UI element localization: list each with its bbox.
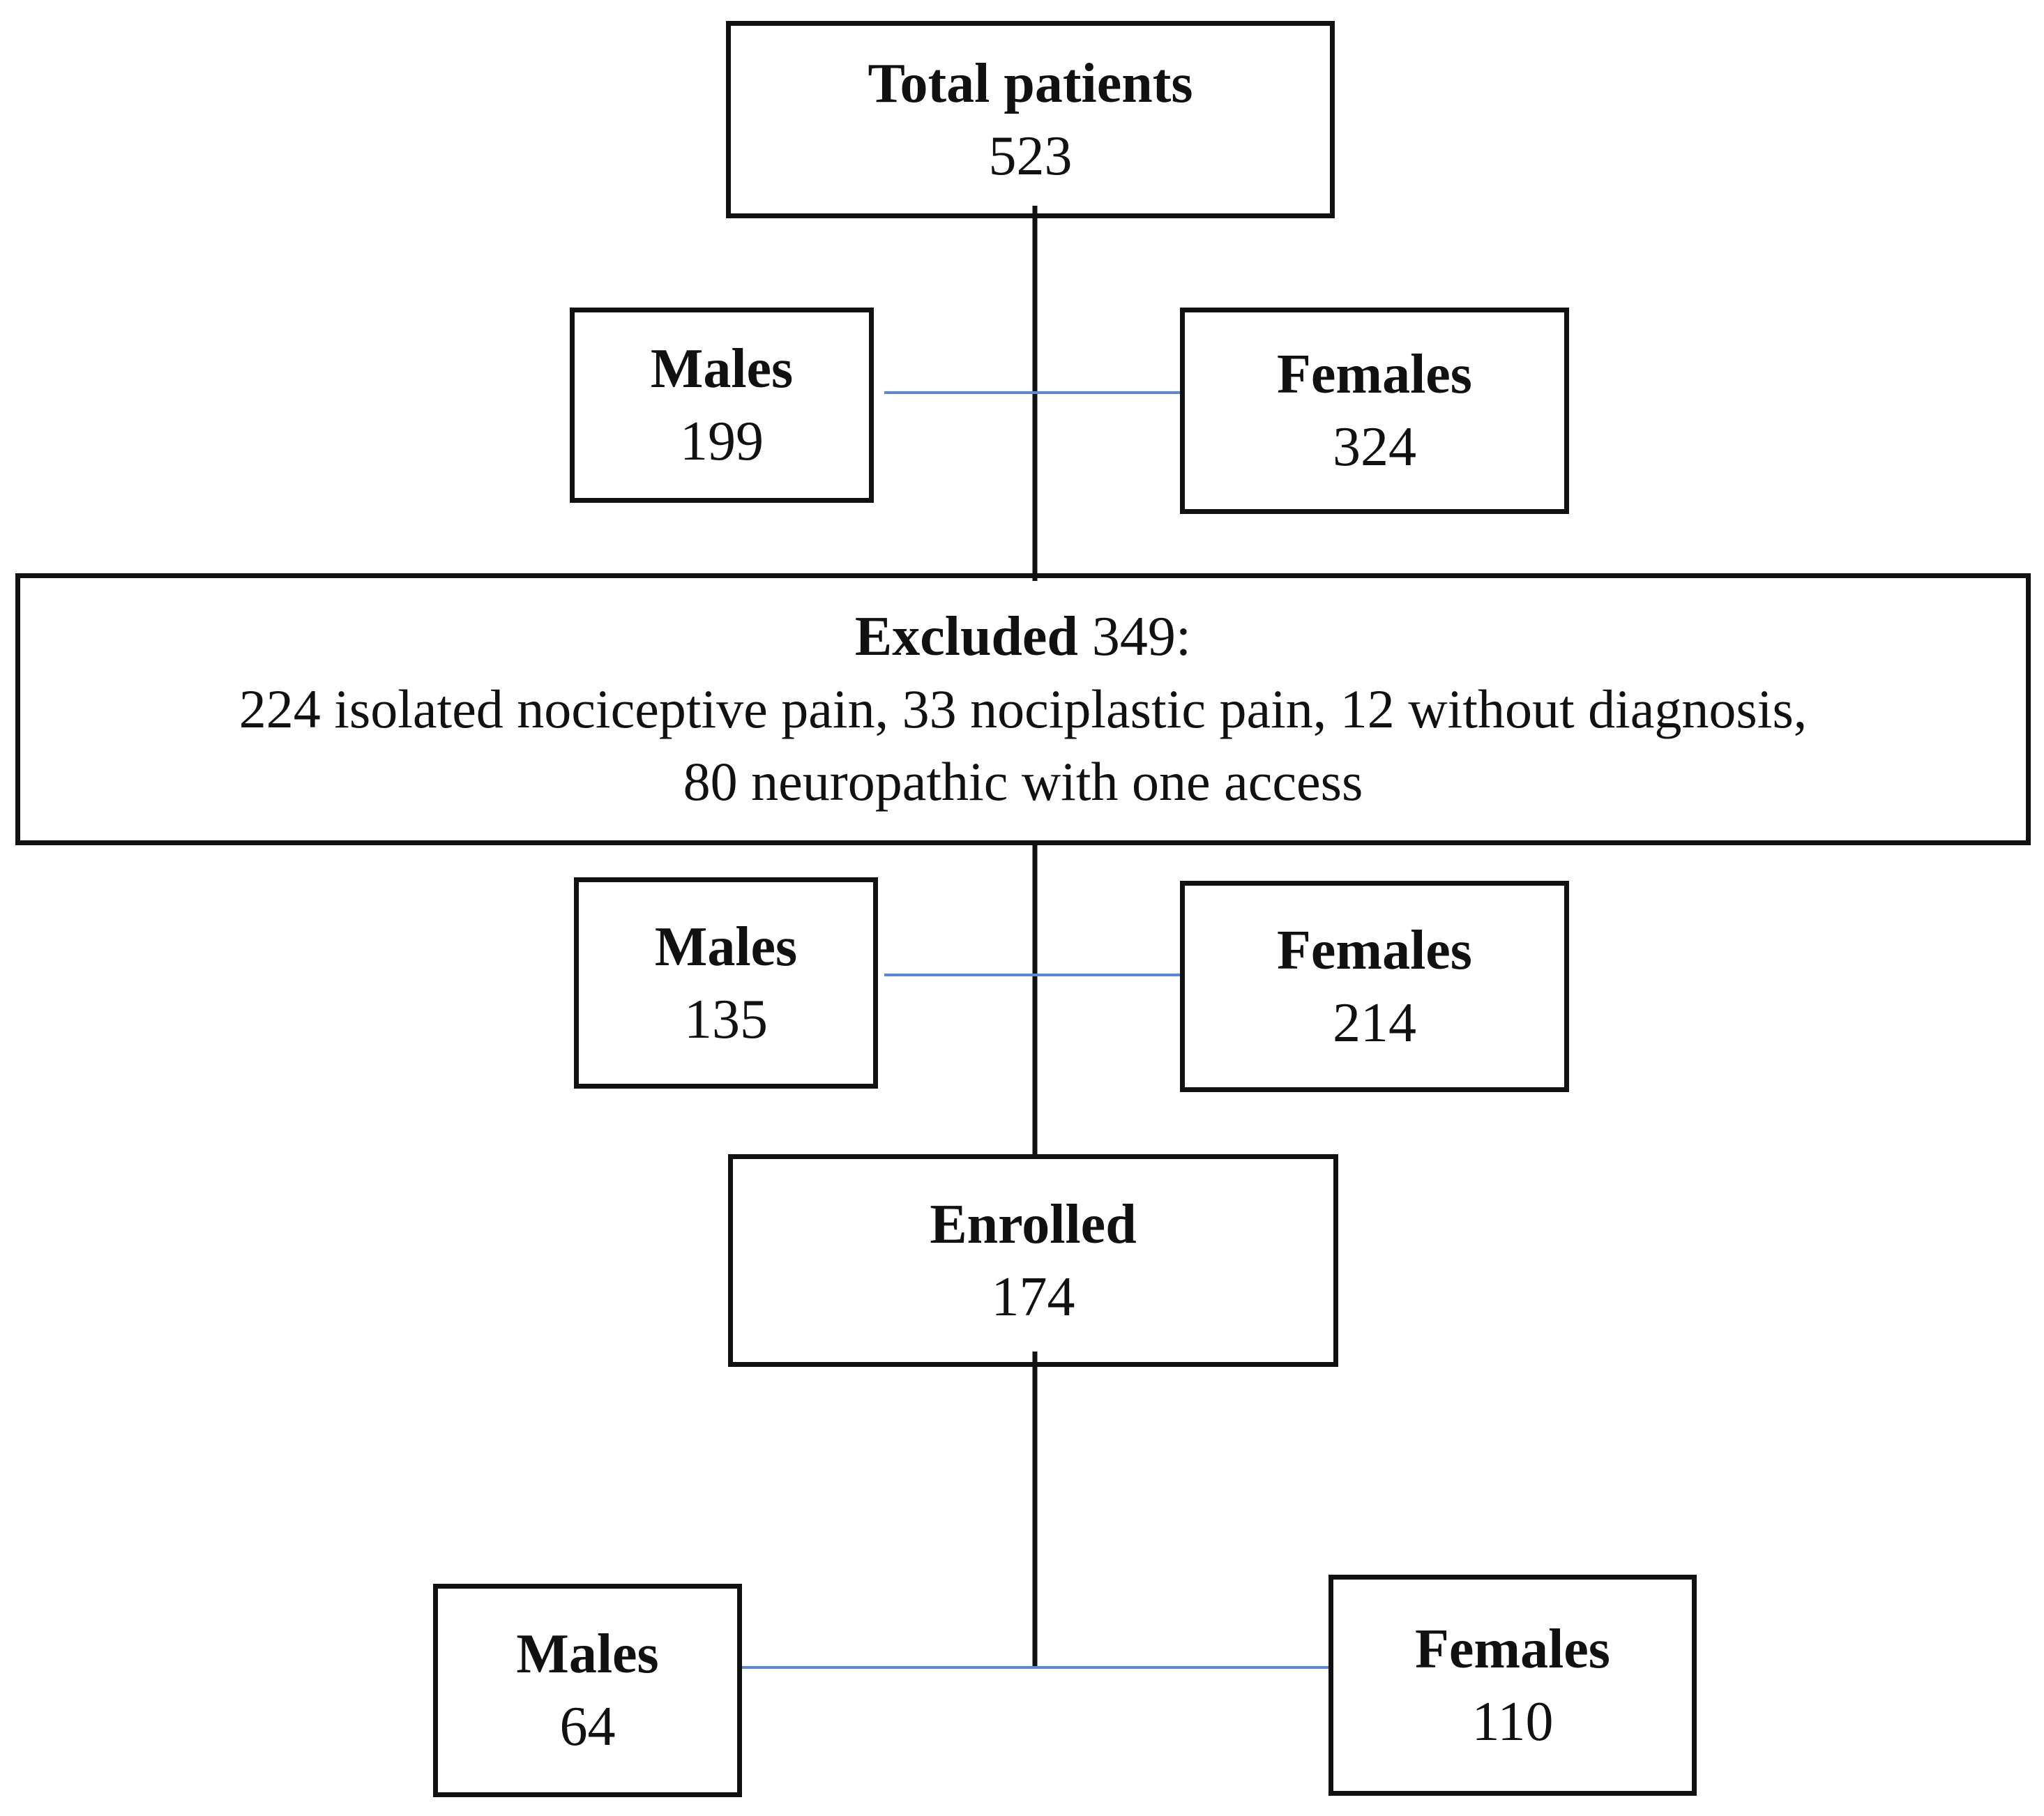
excluded-heading: Excluded 349: (855, 600, 1191, 673)
total-males-label: Males (650, 338, 794, 400)
excluded-count: 349: (1091, 606, 1192, 667)
total-patients-count: 523 (988, 125, 1073, 187)
excluded-females-count: 214 (1333, 992, 1416, 1054)
excluded-reasons-line2: 80 neuropathic with one access (683, 751, 1363, 812)
enrolled-males-label: Males (516, 1624, 659, 1685)
enrolled-label: Enrolled (930, 1193, 1137, 1255)
enrolled-females-box: Females 110 (1328, 1575, 1697, 1796)
enrolled-females-label: Females (1415, 1618, 1610, 1680)
excluded-males-count: 135 (684, 988, 768, 1050)
excluded-box: Excluded 349: 224 isolated nociceptive p… (15, 573, 2031, 845)
total-patients-label: Total patients (868, 52, 1193, 114)
total-females-box: Females 324 (1180, 308, 1569, 514)
enrolled-females-count: 110 (1471, 1690, 1554, 1753)
enrolled-box: Enrolled 174 (728, 1154, 1338, 1367)
enrolled-males-count: 64 (559, 1696, 616, 1757)
total-females-label: Females (1277, 344, 1472, 405)
enrolled-males-box: Males 64 (433, 1584, 742, 1797)
excluded-females-label: Females (1277, 919, 1472, 981)
excluded-males-label: Males (654, 916, 798, 978)
enrolled-count: 174 (991, 1266, 1075, 1328)
total-males-count: 199 (680, 411, 764, 472)
total-males-box: Males 199 (570, 308, 874, 503)
excluded-females-box: Females 214 (1180, 881, 1569, 1092)
excluded-reasons-line1: 224 isolated nociceptive pain, 33 nocipl… (239, 679, 1808, 739)
total-patients-box: Total patients 523 (726, 21, 1335, 218)
excluded-label: Excluded (854, 606, 1078, 667)
excluded-males-box: Males 135 (574, 877, 878, 1089)
total-females-count: 324 (1333, 416, 1416, 478)
